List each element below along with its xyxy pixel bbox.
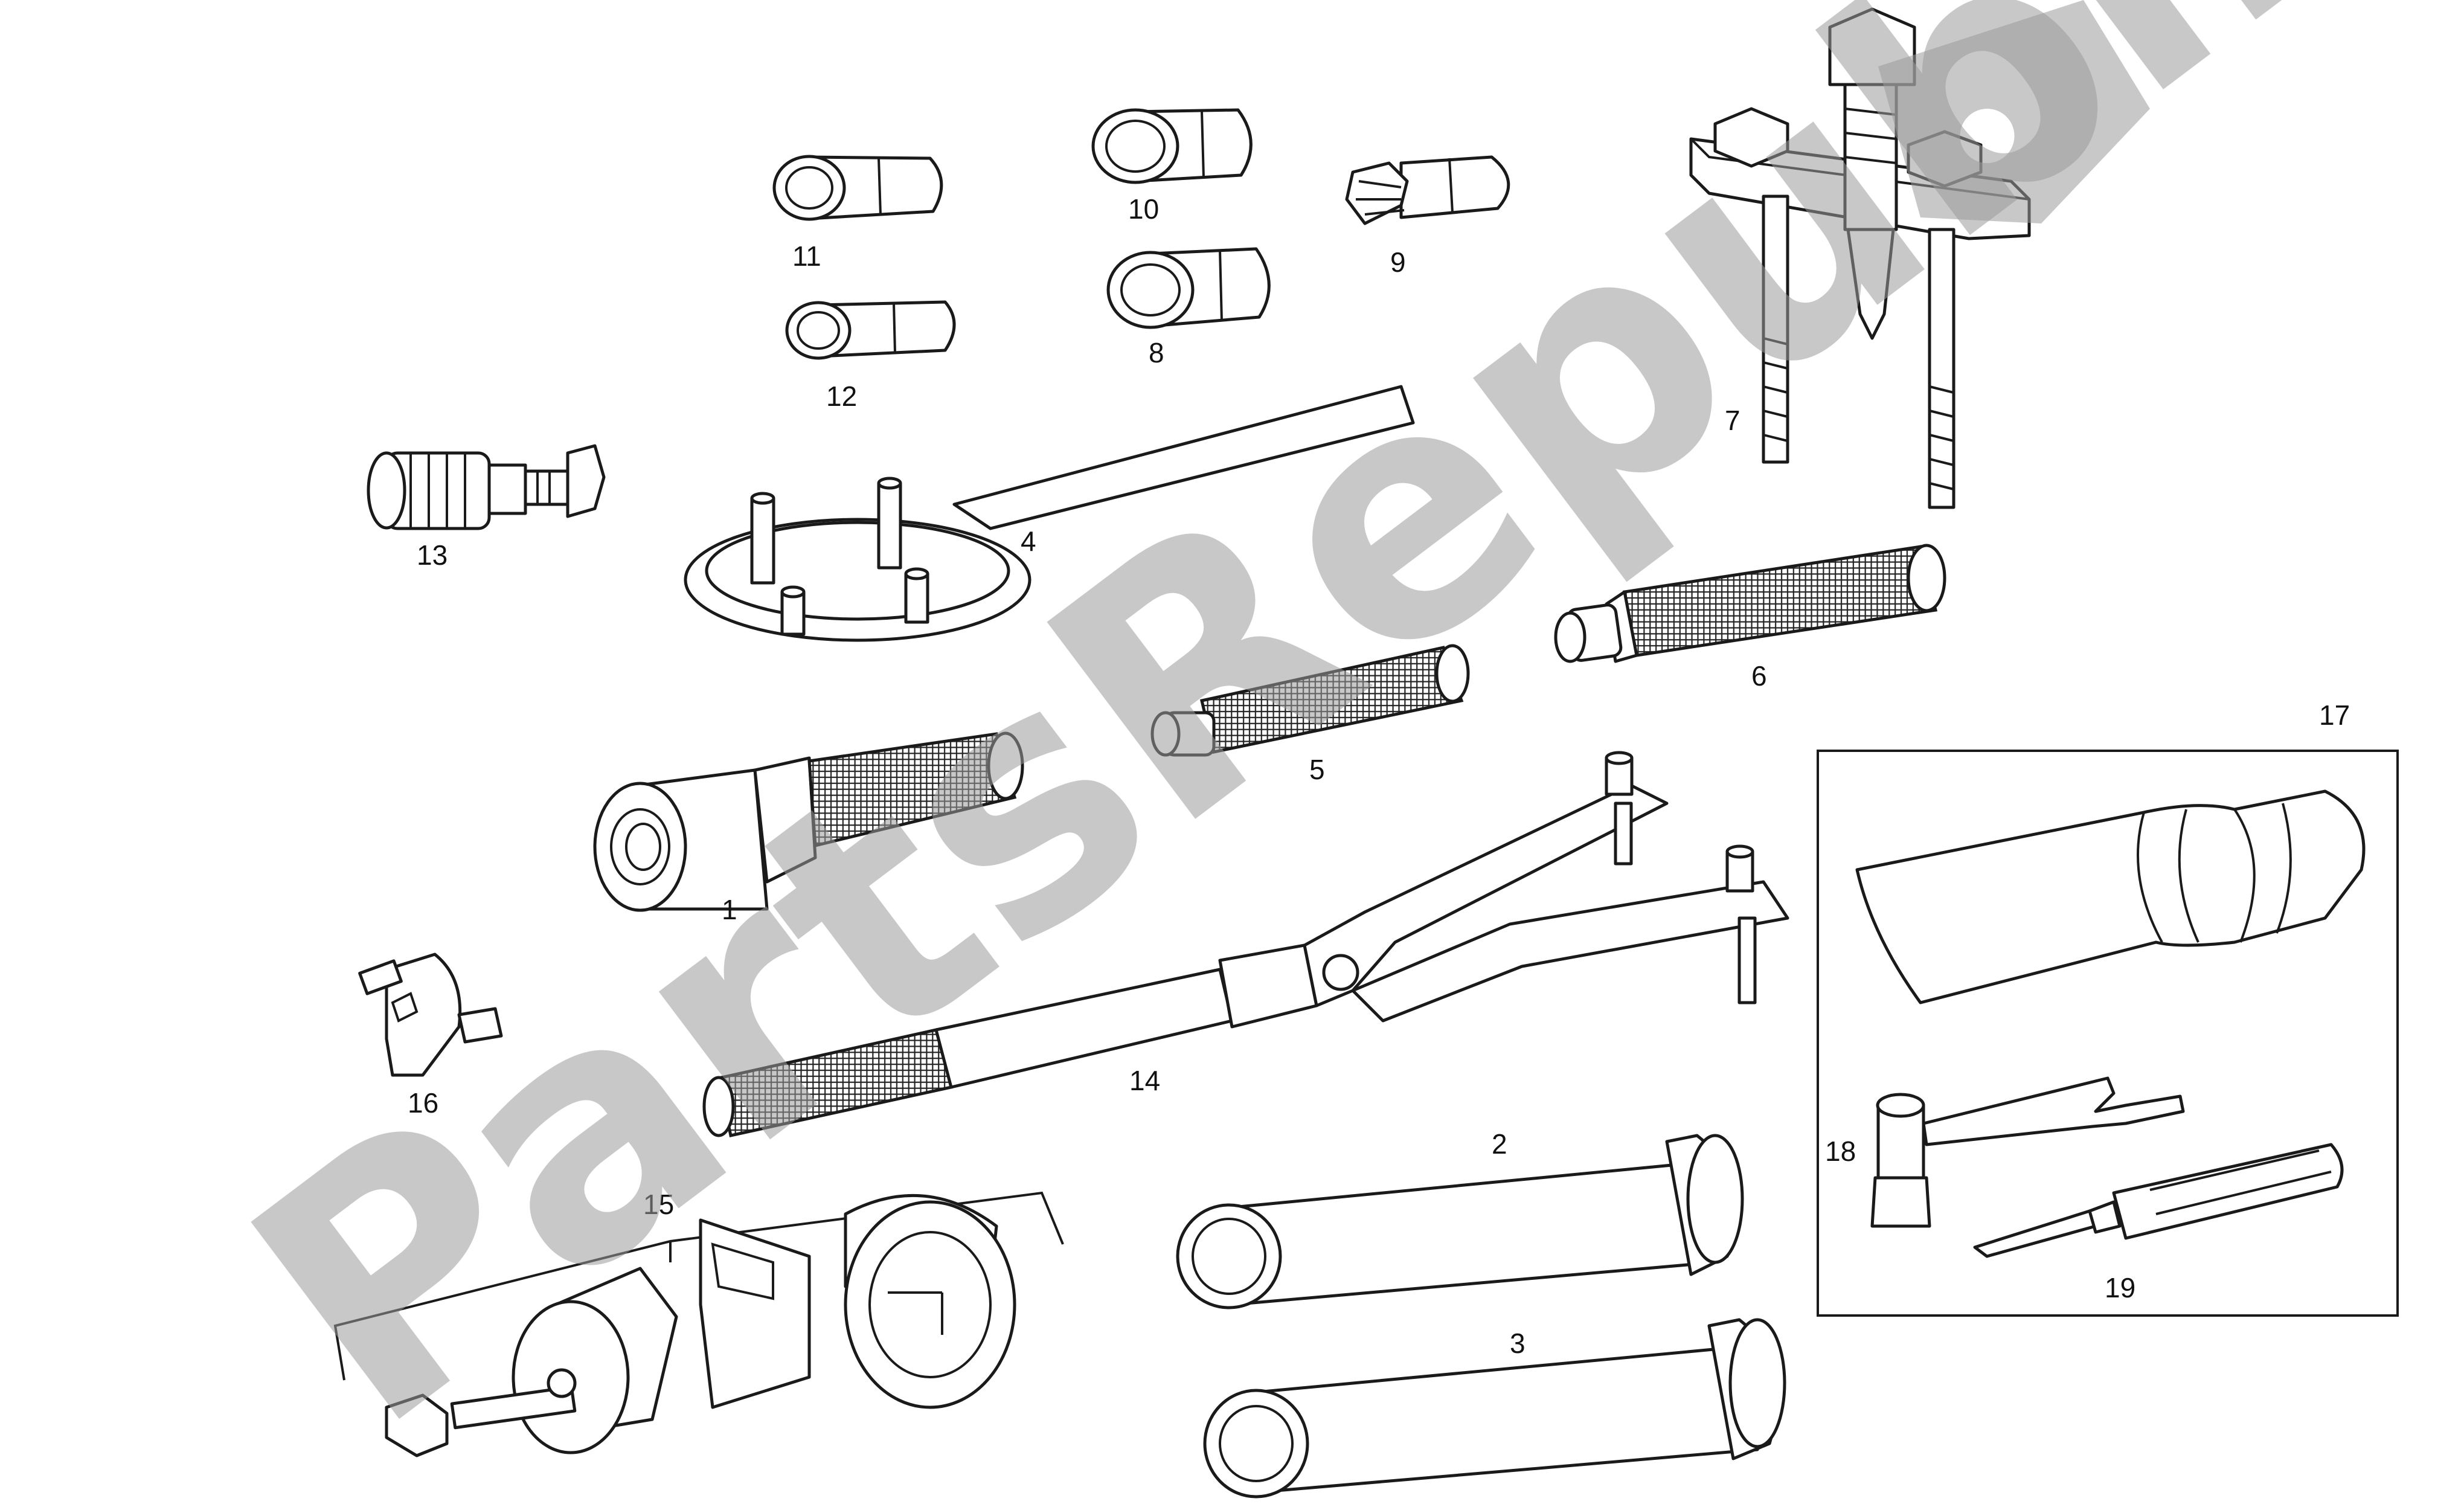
part-16-small-tool bbox=[358, 953, 503, 1077]
watermark-logo-gear-icon bbox=[1878, 0, 2150, 223]
part-3-sleeve-driver bbox=[1203, 1318, 1786, 1499]
part-17-tool-pouch bbox=[1855, 789, 2366, 1004]
callout-9: 9 bbox=[1390, 246, 1406, 278]
part-2-sleeve-driver bbox=[1176, 1134, 1744, 1309]
callout-11: 11 bbox=[792, 240, 821, 272]
callout-4: 4 bbox=[1021, 525, 1036, 557]
callout-1: 1 bbox=[722, 894, 737, 925]
callout-7: 7 bbox=[1725, 405, 1741, 436]
callout-18: 18 bbox=[1825, 1136, 1856, 1167]
part-19-screwdriver bbox=[1973, 1143, 2344, 1258]
callout-17: 17 bbox=[2319, 699, 2350, 731]
part-8-sleeve bbox=[1106, 247, 1271, 329]
callout-8: 8 bbox=[1149, 337, 1164, 368]
part-5-drift bbox=[1150, 644, 1470, 757]
part-17-tool-kit-frame bbox=[1817, 750, 2399, 1317]
part-15-puller-kit bbox=[333, 1191, 1064, 1457]
part-4-pin-spanner bbox=[684, 385, 1415, 642]
part-13-threaded-adapter bbox=[367, 444, 606, 530]
callout-2: 2 bbox=[1492, 1128, 1507, 1160]
callout-5: 5 bbox=[1309, 754, 1325, 785]
callout-19: 19 bbox=[2105, 1272, 2135, 1303]
part-1-bearing-driver bbox=[593, 731, 1024, 912]
part-12-tapered-sleeve bbox=[785, 300, 956, 360]
callout-16: 16 bbox=[408, 1087, 438, 1119]
part-10-sleeve bbox=[1091, 108, 1253, 184]
part-14-flywheel-holder bbox=[702, 751, 1789, 1137]
part-9-collet bbox=[1345, 155, 1510, 225]
callout-10: 10 bbox=[1128, 193, 1159, 225]
part-11-tapered-sleeve bbox=[772, 155, 943, 221]
callout-13: 13 bbox=[417, 539, 448, 571]
part-18-socket-wrench bbox=[1870, 1076, 2185, 1228]
threads-right-leg bbox=[1929, 385, 1954, 490]
callout-3: 3 bbox=[1510, 1328, 1526, 1359]
callout-12: 12 bbox=[826, 381, 857, 412]
part-6-drift bbox=[1554, 544, 1946, 663]
callout-14: 14 bbox=[1129, 1065, 1160, 1096]
callout-15: 15 bbox=[643, 1189, 674, 1220]
threads-left-leg bbox=[1763, 337, 1788, 442]
callout-6: 6 bbox=[1751, 660, 1767, 692]
